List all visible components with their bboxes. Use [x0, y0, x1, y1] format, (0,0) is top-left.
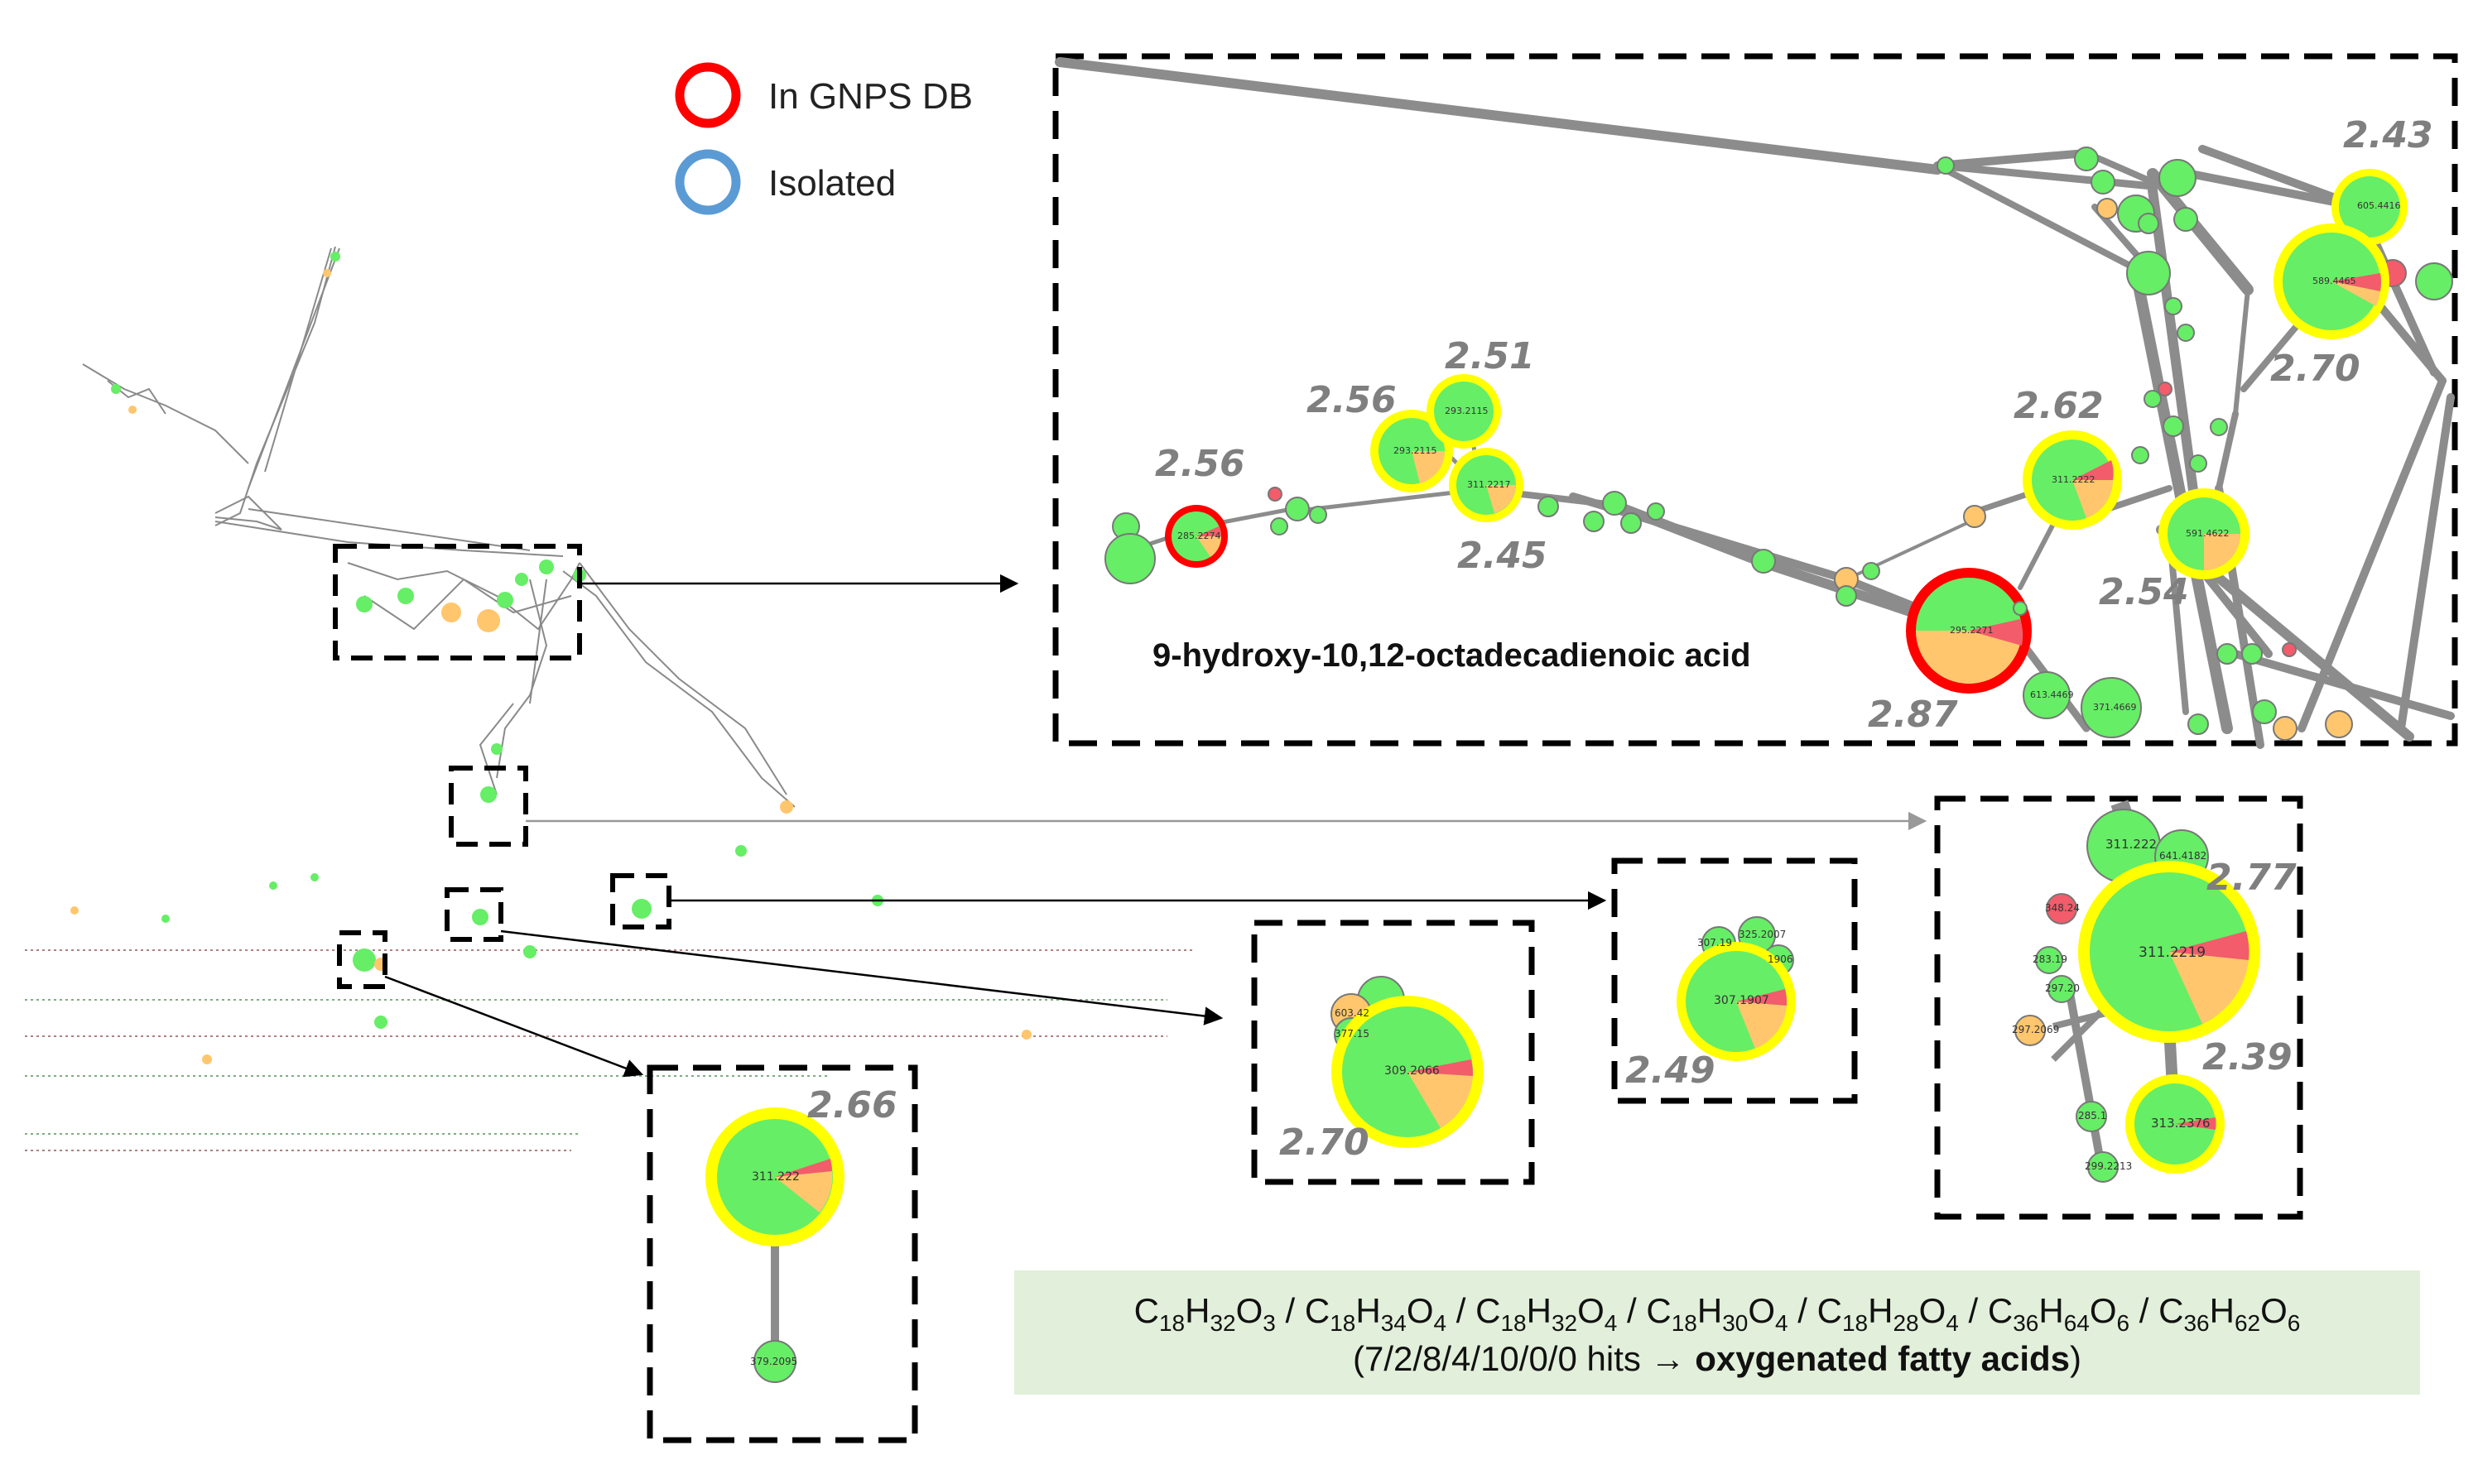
node-label: 591.4622	[2186, 528, 2230, 539]
score-2.56-b: 2.56	[1155, 443, 1245, 485]
zoom-panel-d: 311.222 641.4182 348.24 311.2219 283.19 …	[1934, 795, 2303, 1220]
node-label: 641.4182	[2159, 850, 2206, 862]
overview-box-a	[337, 930, 387, 989]
node-label: 325.2007	[1739, 929, 1786, 940]
node-label: 613.4469	[2030, 689, 2074, 700]
node-label: 285.1	[2078, 1110, 2106, 1121]
zoom-panel-d-frame	[1934, 795, 2303, 1220]
node-label: 311.222	[752, 1170, 800, 1184]
node-label: 371.4669	[2093, 702, 2137, 713]
legend-isolated-ring-icon	[675, 149, 741, 215]
node-label: 605.4416	[2357, 200, 2401, 211]
node-label: 307.1907	[1714, 994, 1769, 1007]
score-2.56-a: 2.56	[1306, 379, 1397, 421]
node-label: 311.222	[2105, 837, 2157, 852]
zoom-panel-a: 311.222 379.2095 2.66	[647, 1064, 918, 1443]
score-2.45: 2.45	[1457, 535, 1547, 577]
node-label: 603.42	[1335, 1007, 1369, 1019]
score-2.62: 2.62	[2014, 385, 2104, 427]
node-label: 589.4465	[2312, 276, 2356, 286]
node-label: 311.2222	[2052, 474, 2095, 485]
zoom-panel-b-frame	[1251, 920, 1535, 1185]
formula-line: C18H32O3 / C18H34O4 / C18H32O4 / C18H30O…	[1134, 1291, 2301, 1336]
score-2.51: 2.51	[1445, 335, 1535, 377]
score-2.70-b: 2.70	[1279, 1121, 1369, 1164]
legend: In GNPS DB Isolated	[675, 62, 973, 215]
node-label: 311.2217	[1467, 479, 1511, 490]
score-2.43: 2.43	[2343, 114, 2433, 156]
arrow-to-zoom-a	[384, 975, 644, 1078]
node-label: 293.2115	[1445, 406, 1489, 416]
compound-label: 9-hydroxy-10,12-octadecadienoic acid	[1152, 637, 1751, 674]
arrow-right-icon: →	[1651, 1339, 1686, 1378]
zoom-panel-main-frame	[1052, 53, 2458, 747]
main-scores: 2.43 2.51 2.56 2.56 2.62 2.70 2.45 2.54 …	[1155, 114, 2433, 736]
node-label: 297.2069	[2012, 1024, 2059, 1035]
node-label: 348.24	[2045, 902, 2080, 914]
zoom-panel-a-frame	[647, 1064, 918, 1443]
node-label: 297.20	[2045, 982, 2080, 994]
score-2.77: 2.77	[2206, 857, 2297, 899]
node-label: 377.15	[1335, 1028, 1369, 1040]
node-label: 293.2115	[1393, 445, 1437, 456]
overview-box-b	[445, 887, 503, 942]
arrow-to-zoom-b	[500, 929, 1224, 1025]
legend-isolated-label: Isolated	[768, 163, 896, 204]
overview-highlight-boxes	[333, 544, 671, 989]
score-2.39: 2.39	[2202, 1036, 2293, 1078]
node-label: 309.2066	[1384, 1064, 1440, 1078]
node-label: 283.19	[2033, 953, 2067, 965]
overview-network	[25, 246, 1192, 1151]
node-label: 1906	[1768, 953, 1793, 965]
node-label: 379.2095	[750, 1356, 797, 1367]
score-2.49: 2.49	[1625, 1049, 1715, 1092]
node-label: 311.2219	[2139, 944, 2206, 961]
formula-box-bg	[1014, 1270, 2420, 1395]
node-label: 307.19	[1697, 937, 1732, 949]
score-2.66: 2.66	[807, 1084, 897, 1126]
node-label: 313.2376	[2151, 1116, 2211, 1131]
connector-arrows	[384, 574, 1927, 1078]
legend-gnps-label: In GNPS DB	[768, 76, 973, 117]
overview-box-main	[333, 544, 582, 660]
hits-line: (7/2/8/4/10/0/0 hits → oxygenated fatty …	[1353, 1339, 2081, 1378]
legend-gnps-ring-icon	[675, 62, 741, 128]
main-node-labels: 605.4416 589.4465 311.2222 591.4622 295.…	[1177, 200, 2401, 713]
zoom-panel-main: 605.4416 589.4465 311.2222 591.4622 295.…	[1052, 53, 2458, 749]
node-label: 299.2213	[2085, 1160, 2132, 1172]
node-label: 285.2274	[1177, 531, 1221, 541]
score-2.87: 2.87	[1868, 694, 1958, 736]
formula-box: C18H32O3 / C18H34O4 / C18H32O4 / C18H30O…	[1014, 1270, 2420, 1395]
zoom-panel-b: 309.2066 603.42 377.15 2.70	[1251, 920, 1535, 1185]
node-label: 295.2271	[1950, 625, 1994, 636]
overview-box-d	[449, 766, 528, 847]
overview-nodes	[70, 252, 1032, 1064]
zoom-panel-c-frame	[1611, 857, 1858, 1104]
main-nodes	[1104, 146, 2453, 741]
score-2.70: 2.70	[2270, 348, 2360, 390]
score-2.54: 2.54	[2099, 571, 2189, 613]
zoom-panel-c: 307.1907 307.19 325.2007 1906 2.49	[1611, 857, 1858, 1104]
